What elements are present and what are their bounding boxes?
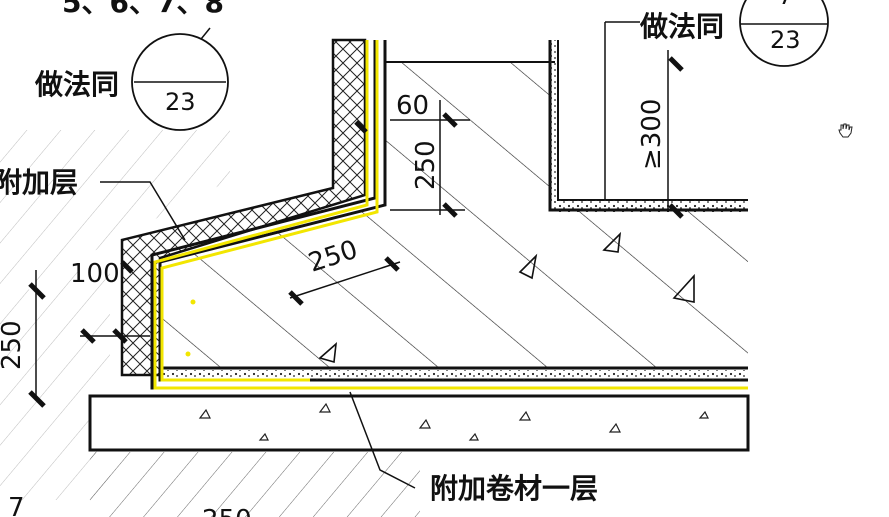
dim-300-min: ≥300 <box>637 99 667 170</box>
hand-cursor-icon <box>838 123 853 138</box>
additional-membrane-label: 附加卷材一层 <box>430 472 598 505</box>
highlight-dot <box>185 351 191 357</box>
dim-100: 100 <box>70 259 120 289</box>
left-wall-mortar-strip <box>548 40 558 205</box>
dimension-ticks <box>28 56 684 408</box>
bottom-mortar-strip <box>160 370 748 380</box>
highlight-dot <box>190 299 196 305</box>
additional-layer-label: 附加层 <box>0 166 78 199</box>
reference-circle-left <box>131 33 229 131</box>
right-ref-number: 23 <box>770 26 801 54</box>
dim-60: 60 <box>396 91 429 121</box>
left-ref-number: 23 <box>165 88 196 116</box>
aggregate-markers <box>318 231 695 364</box>
same-as-left-label: 做法同 <box>34 68 119 101</box>
same-as-right-label: 做法同 <box>639 10 724 43</box>
ground-hatch <box>90 452 420 517</box>
dim-250-left: 250 <box>0 320 27 370</box>
dim-250-bottom: 250 <box>202 505 252 517</box>
dim-bottom-left-partial: 7 <box>8 493 25 517</box>
top-left-partial-label: 5、6、7、8 <box>62 0 224 19</box>
pit-mortar-strip <box>552 200 748 212</box>
reference-circle-right <box>739 0 829 67</box>
right-top-partial-label: 7 <box>778 0 793 10</box>
highlighted-membrane <box>153 40 748 390</box>
dim-250-vertical: 250 <box>411 140 441 190</box>
left-background-hatch <box>0 130 230 500</box>
foundation-slab <box>88 394 750 452</box>
